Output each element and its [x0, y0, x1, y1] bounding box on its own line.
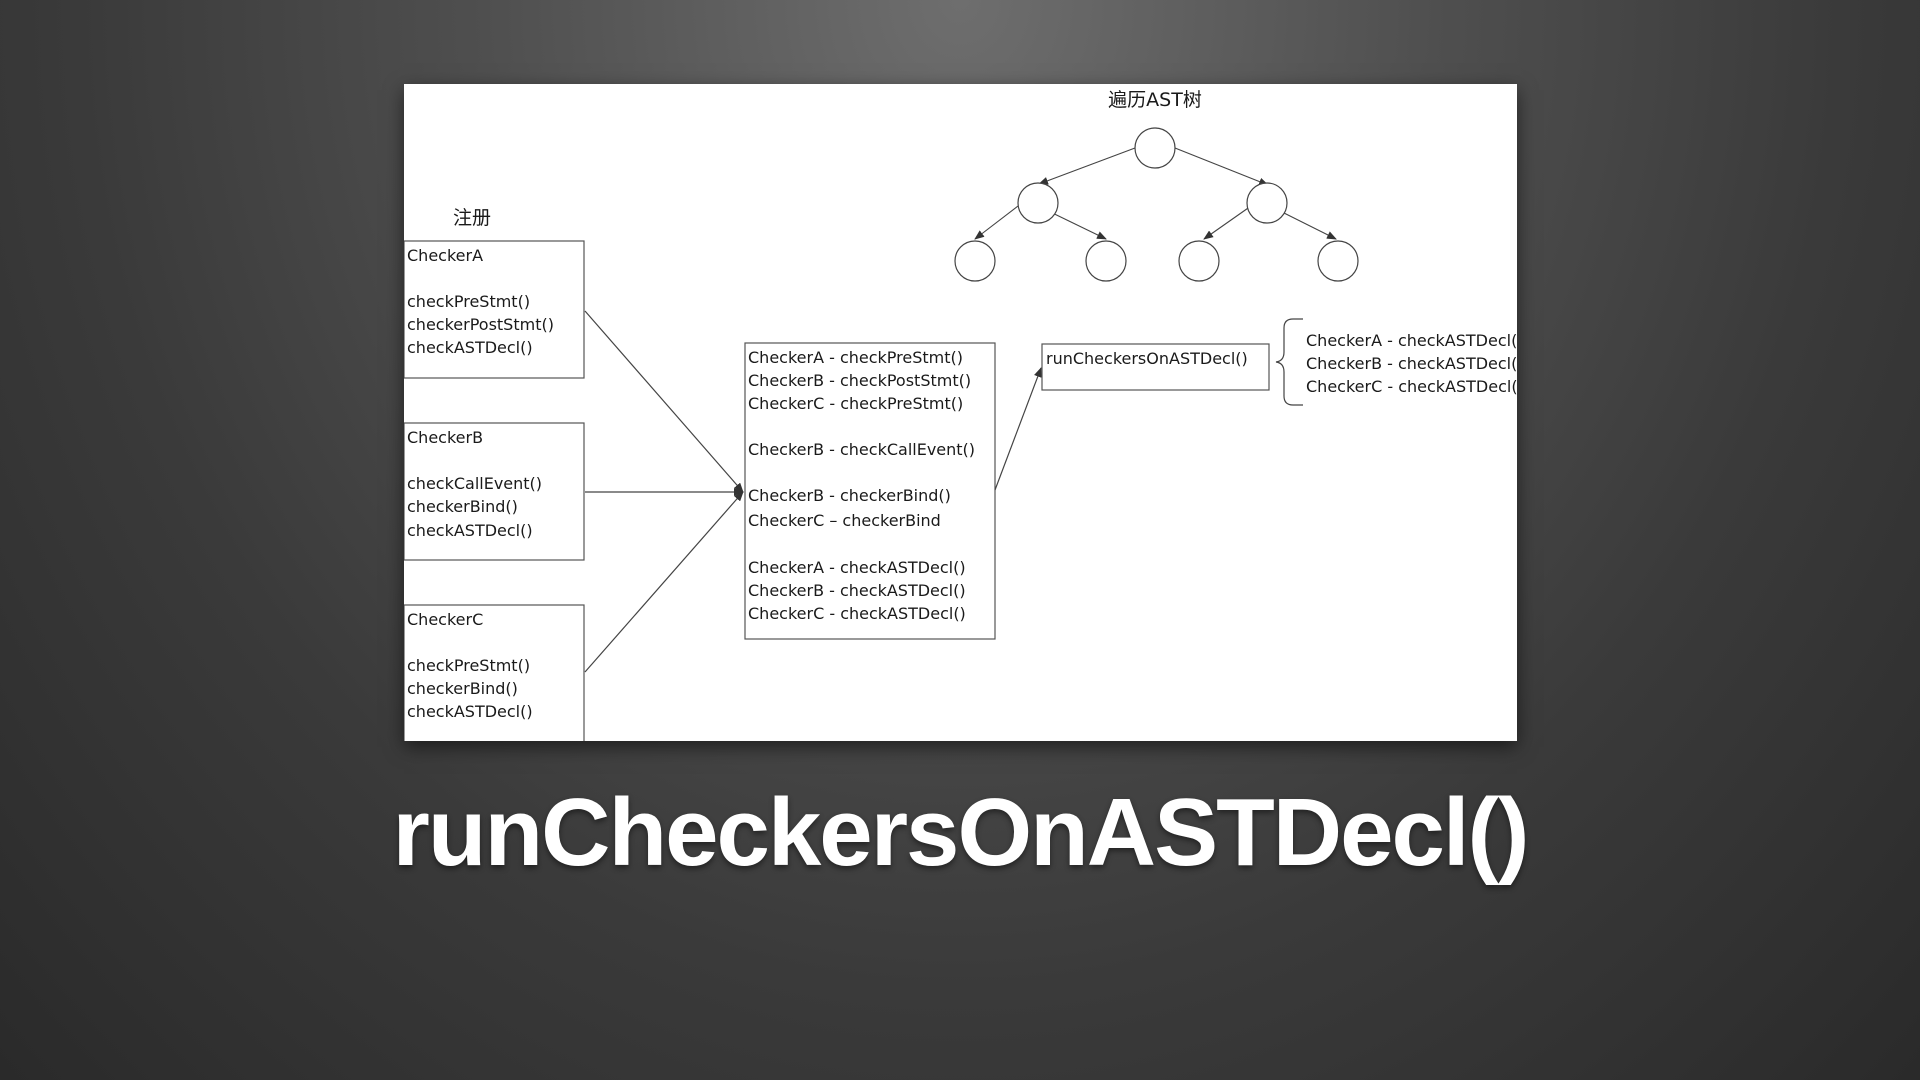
arrow-c-to-registry — [584, 491, 744, 673]
tree-node — [1134, 127, 1176, 169]
tree-edge — [1203, 205, 1252, 240]
diagram-card: 注册 CheckerA checkPreStmt() checkerPostSt… — [404, 84, 1517, 741]
checker-name: CheckerA — [407, 246, 483, 265]
tree-edge — [1174, 147, 1269, 186]
arrow-a-to-registry — [584, 310, 744, 493]
registry-entry: CheckerB - checkerBind() — [748, 486, 951, 505]
ast-tree — [954, 127, 1359, 282]
checker-name: CheckerB — [407, 428, 483, 447]
checker-method: checkPreStmt() — [407, 656, 530, 675]
registry-box: CheckerA - checkPreStmt() CheckerB - che… — [744, 342, 996, 640]
checker-method: checkASTDecl() — [407, 521, 533, 540]
checker-method: checkPreStmt() — [407, 292, 530, 311]
tree-edge — [1038, 147, 1136, 185]
tree-node — [1017, 182, 1059, 224]
run-call: CheckerC - checkASTDecl() — [1306, 377, 1517, 396]
checker-method: checkCallEvent() — [407, 474, 542, 493]
checker-method: checkASTDecl() — [407, 702, 533, 721]
run-call: CheckerB - checkASTDecl() — [1306, 354, 1517, 373]
slide-title: runCheckersOnASTDecl() — [392, 779, 1530, 886]
arrow-registry-to-run — [994, 367, 1042, 491]
registry-entry: CheckerA - checkPreStmt() — [748, 348, 963, 367]
brace — [1275, 318, 1303, 406]
run-box: runCheckersOnASTDecl() — [1041, 343, 1270, 391]
registry-entry: CheckerB - checkCallEvent() — [748, 440, 975, 459]
tree-node — [1246, 182, 1288, 224]
registry-entry: CheckerC - checkASTDecl() — [748, 604, 966, 623]
registry-entry: CheckerB - checkASTDecl() — [748, 581, 966, 600]
checker-a-box: CheckerA checkPreStmt() checkerPostStmt(… — [404, 240, 585, 379]
register-label: 注册 — [453, 207, 491, 229]
registry-entry: CheckerC – checkerBind — [748, 511, 941, 530]
tree-node — [954, 240, 996, 282]
checker-method: checkerBind() — [407, 679, 518, 698]
diagram-svg: 注册 CheckerA checkPreStmt() checkerPostSt… — [404, 89, 1517, 741]
run-box-label: runCheckersOnASTDecl() — [1046, 349, 1248, 368]
tree-edge — [974, 205, 1019, 240]
tree-node — [1085, 240, 1127, 282]
registry-entry: CheckerC - checkPreStmt() — [748, 394, 963, 413]
run-call: CheckerA - checkASTDecl() — [1306, 331, 1517, 350]
registry-entry: CheckerA - checkASTDecl() — [748, 558, 966, 577]
checker-name: CheckerC — [407, 610, 483, 629]
tree-node — [1178, 240, 1220, 282]
checker-method: checkerBind() — [407, 497, 518, 516]
checker-b-box: CheckerB checkCallEvent() checkerBind() … — [404, 422, 585, 561]
checker-c-box: CheckerC checkPreStmt() checkerBind() ch… — [404, 604, 585, 741]
checker-method: checkASTDecl() — [407, 338, 533, 357]
tree-node — [1317, 240, 1359, 282]
tree-label: 遍历AST树 — [1108, 89, 1202, 111]
checker-method: checkerPostStmt() — [407, 315, 554, 334]
registry-entry: CheckerB - checkPostStmt() — [748, 371, 971, 390]
